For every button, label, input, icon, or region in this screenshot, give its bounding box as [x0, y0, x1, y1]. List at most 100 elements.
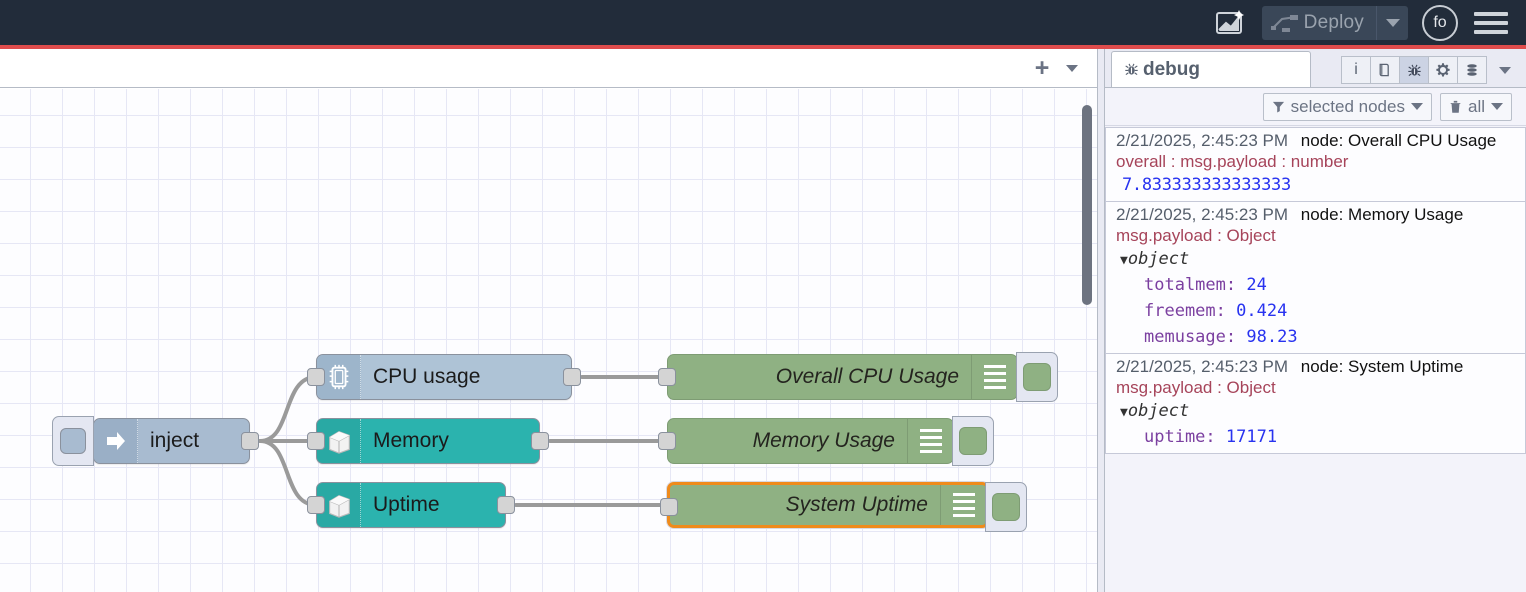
node-label: Uptime: [373, 493, 440, 516]
clear-messages-button[interactable]: all: [1439, 92, 1512, 121]
sidebar-tools-dropdown[interactable]: [1492, 56, 1518, 84]
chevron-down-icon: [1499, 66, 1511, 74]
debug-message[interactable]: 2/21/2025, 2:45:23 PM node: Overall CPU …: [1105, 127, 1526, 202]
funnel-icon: [1272, 101, 1284, 113]
chevron-down-icon: ▼: [1120, 405, 1128, 420]
bug-icon: [1125, 63, 1138, 76]
message-topic: overall : msg.payload : number: [1116, 152, 1349, 171]
add-flow-button[interactable]: +: [1034, 53, 1050, 82]
filter-selected-nodes-button[interactable]: selected nodes: [1262, 92, 1432, 121]
node-uptime[interactable]: Uptime: [307, 482, 515, 528]
library-icon[interactable]: [1370, 56, 1400, 84]
app-header: Deploy fo: [0, 0, 1526, 45]
hamburger-menu-icon[interactable]: [1474, 8, 1508, 38]
debug-lines-icon: [940, 485, 986, 525]
context-data-icon[interactable]: [1457, 56, 1487, 84]
chevron-down-icon: ▼: [1120, 253, 1128, 268]
port-output[interactable]: [497, 496, 515, 514]
node-debug-overall-cpu-usage[interactable]: Overall CPU Usage: [658, 352, 1058, 402]
chevron-down-icon: [1066, 64, 1078, 72]
debug-toggle-inner: [959, 427, 987, 455]
node-label: inject: [150, 429, 200, 452]
chevron-down-icon: [1491, 103, 1503, 110]
message-topic: msg.payload : Object: [1116, 378, 1276, 397]
deploy-button[interactable]: Deploy: [1261, 5, 1408, 40]
port-output[interactable]: [531, 432, 549, 450]
tab-debug[interactable]: debug: [1111, 51, 1311, 87]
debug-bug-icon[interactable]: [1399, 56, 1429, 84]
user-avatar[interactable]: fo: [1422, 4, 1458, 41]
object-property: freemem: 0.424: [1144, 301, 1288, 321]
flow-assistant-icon[interactable]: [1210, 3, 1250, 43]
object-expand-toggle[interactable]: ▼object: [1116, 401, 1517, 421]
node-label: Memory: [373, 429, 449, 452]
tab-debug-label: debug: [1143, 58, 1200, 80]
debug-enable-toggle[interactable]: [985, 482, 1027, 532]
node-label: System Uptime: [785, 493, 928, 516]
panel-resize-divider[interactable]: [1097, 49, 1105, 592]
message-topic: msg.payload : Object: [1116, 226, 1276, 245]
object-property: uptime: 17171: [1144, 427, 1278, 447]
port-output[interactable]: [563, 368, 581, 386]
debug-toggle-inner: [992, 493, 1020, 521]
inject-trigger-button[interactable]: [52, 416, 94, 466]
port-input[interactable]: [658, 368, 676, 386]
node-cpu-usage[interactable]: CPU usage: [307, 354, 581, 400]
debug-lines-icon: [907, 419, 953, 463]
property-value: 24: [1246, 275, 1267, 295]
property-value: 0.424: [1236, 301, 1288, 321]
property-key: memusage: [1144, 327, 1226, 347]
node-debug-memory-usage[interactable]: Memory Usage: [658, 416, 994, 466]
wire-inject-to-uptime: [258, 439, 318, 507]
header-accent-line: [0, 45, 1526, 49]
debug-message[interactable]: 2/21/2025, 2:45:23 PM node: System Uptim…: [1105, 354, 1526, 454]
node-label: Overall CPU Usage: [775, 365, 959, 388]
port-output[interactable]: [241, 432, 259, 450]
node-memory[interactable]: Memory: [307, 418, 549, 464]
trash-icon: [1450, 100, 1461, 113]
property-key: uptime: [1144, 427, 1206, 447]
debug-lines-icon: [971, 355, 1017, 399]
flow-canvas[interactable]: inject CPU usage: [0, 89, 1097, 592]
debug-filter-row: selected nodes all: [1105, 88, 1526, 126]
node-label: Memory Usage: [752, 429, 895, 452]
object-label: object: [1127, 249, 1190, 269]
chevron-down-icon: [1385, 18, 1400, 27]
object-property: totalmem: 24: [1144, 275, 1267, 295]
debug-enable-toggle[interactable]: [1016, 352, 1058, 402]
message-timestamp: 2/21/2025, 2:45:23 PM: [1116, 131, 1289, 150]
info-icon[interactable]: i: [1341, 56, 1371, 84]
clear-messages-label: all: [1467, 96, 1485, 116]
port-input[interactable]: [307, 496, 325, 514]
deploy-label: Deploy: [1303, 11, 1364, 33]
node-inject[interactable]: inject: [52, 416, 259, 466]
inject-trigger-inner: [60, 428, 86, 454]
object-label: object: [1127, 401, 1190, 421]
flow-list-menu-button[interactable]: [1057, 53, 1087, 83]
property-value: 98.23: [1246, 327, 1298, 347]
filter-selected-nodes-label: selected nodes: [1290, 96, 1405, 116]
property-value: 17171: [1225, 427, 1278, 447]
deploy-dropdown-caret[interactable]: [1376, 5, 1408, 40]
node-debug-system-uptime[interactable]: System Uptime: [660, 482, 1027, 532]
debug-enable-toggle[interactable]: [952, 416, 994, 466]
debug-toggle-inner: [1023, 363, 1051, 391]
object-expand-toggle[interactable]: ▼object: [1116, 249, 1517, 269]
cpu-chip-icon: [317, 355, 361, 399]
message-value: 7.833333333333333: [1122, 175, 1291, 195]
message-timestamp: 2/21/2025, 2:45:23 PM: [1116, 205, 1289, 224]
canvas-vertical-scrollbar[interactable]: [1082, 105, 1092, 305]
debug-message[interactable]: 2/21/2025, 2:45:23 PM node: Memory Usage…: [1105, 202, 1526, 354]
message-source-node: node: Memory Usage: [1300, 205, 1464, 224]
gear-icon[interactable]: [1428, 56, 1458, 84]
port-input[interactable]: [307, 432, 325, 450]
message-source-node: node: System Uptime: [1300, 357, 1464, 376]
object-property: memusage: 98.23: [1144, 327, 1298, 347]
port-input[interactable]: [307, 368, 325, 386]
port-input[interactable]: [660, 498, 678, 516]
debug-message-list[interactable]: 2/21/2025, 2:45:23 PM node: Overall CPU …: [1105, 126, 1526, 454]
arrow-right-icon: [94, 419, 138, 463]
port-input[interactable]: [658, 432, 676, 450]
sidebar-panel: debug i: [1105, 49, 1526, 592]
sidebar-tool-buttons: i: [1341, 56, 1526, 87]
